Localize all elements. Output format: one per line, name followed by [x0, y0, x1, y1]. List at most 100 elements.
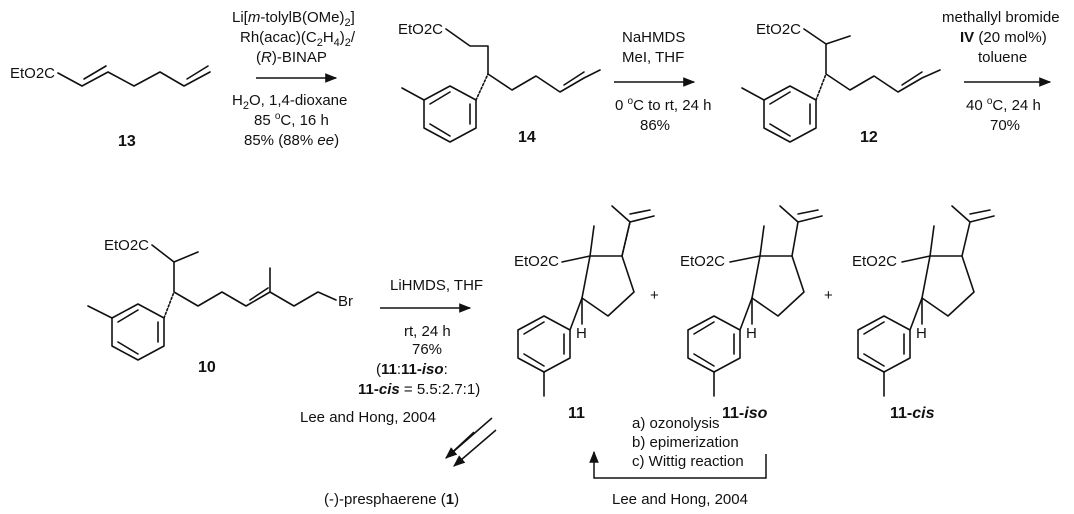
temperature-line: 40 oC, 24 h [966, 96, 1041, 114]
temperature-line: 85 oC, 16 h [254, 111, 329, 129]
yield-line: 76% [412, 341, 442, 358]
terminal-double-bond [901, 71, 923, 86]
ester-label: EtO2C [680, 253, 725, 270]
compound-label: 13 [118, 133, 136, 150]
ester-label: EtO2C [104, 237, 149, 254]
isopropenyl-double-bond [969, 209, 991, 215]
conversion-2: a) ozonolysis b) epimerization c) Wittig… [589, 415, 767, 508]
cyclopentane-ring [901, 225, 975, 317]
temperature-line: 0 oC to rt, 24 h [615, 96, 711, 114]
double-arrow-line-2 [445, 431, 475, 459]
isopropenyl-group [951, 205, 995, 257]
aryl-double-bonds [693, 321, 735, 367]
compound-label: 11-cis [890, 405, 935, 422]
compound-label: 14 [518, 129, 536, 146]
hashed-bond [815, 73, 827, 101]
compound-10: EtO2C Br 10 [87, 237, 353, 376]
compound-11-iso: EtO2C H 11-iso [680, 205, 823, 422]
ester-label: EtO2C [10, 65, 55, 82]
hashed-bond [163, 291, 175, 319]
solvent-line: toluene [978, 49, 1027, 66]
stereo-wedge [621, 221, 631, 257]
cyclopentane-ring [561, 225, 635, 317]
aryl-double-bonds [429, 91, 471, 137]
solvent-line: H2O, 1,4-dioxane [232, 92, 347, 112]
isopropenyl-double-bond [797, 209, 819, 215]
aryl-double-bonds [117, 309, 159, 355]
side-chain [151, 244, 337, 307]
reagent-line: LiHMDS, THF [390, 277, 483, 294]
ratio-line-2: 11-cis = 5.5:2.7:1) [358, 381, 480, 398]
aryl-double-bonds [523, 321, 565, 367]
aryl-double-bonds [863, 321, 905, 367]
yield-line: 86% [640, 117, 670, 134]
aryl-ring [517, 315, 571, 373]
terminal-double-bond [563, 71, 585, 86]
ester-label: EtO2C [398, 21, 443, 38]
aryl-ring [763, 85, 817, 143]
compound-13: EtO2C 13 [10, 65, 211, 150]
h-label: H [576, 325, 587, 342]
plus-sign: + [650, 287, 659, 304]
aryl-methyl [401, 87, 425, 101]
aryl-link [739, 297, 753, 331]
compound-label: 11 [568, 405, 585, 422]
return-arrow [589, 450, 767, 479]
reagent-line-2: MeI, THF [622, 49, 684, 66]
side-chain [445, 28, 601, 93]
citation: Lee and Hong, 2004 [612, 491, 748, 508]
compound-label: 10 [198, 359, 216, 376]
ester-label: EtO2C [852, 253, 897, 270]
aryl-ring [857, 315, 911, 373]
yield-line: 70% [990, 117, 1020, 134]
conversion-1: Lee and Hong, 2004 (-)-presphaerene (1) [300, 409, 497, 508]
product-name: (-)-presphaerene (1) [324, 491, 459, 508]
isopropenyl-group [779, 205, 823, 257]
h-label: H [916, 325, 927, 342]
reagent-line-3: (R)-BINAP [256, 49, 327, 66]
compound-14: EtO2C 14 [398, 21, 601, 146]
aryl-ring [111, 303, 165, 361]
double-bond-2 [186, 65, 209, 80]
step-b: b) epimerization [632, 434, 739, 451]
conditions-line: rt, 24 h [404, 323, 451, 340]
ratio-line-1: (11:11-iso: [376, 361, 448, 378]
aryl-ring [687, 315, 741, 373]
aryl-double-bonds [769, 91, 811, 137]
aryl-methyl [87, 305, 113, 319]
yield-line: 85% (88% ee) [244, 132, 339, 149]
side-chain [803, 28, 941, 93]
trisubstituted-alkene [249, 287, 269, 301]
ester-label: EtO2C [756, 21, 801, 38]
step-4: LiHMDS, THF rt, 24 h 76% (11:11-iso: 11-… [358, 277, 483, 398]
reagent-line-1: NaHMDS [622, 29, 685, 46]
step-a: a) ozonolysis [632, 415, 720, 432]
aryl-ring [423, 85, 477, 143]
compound-label: 11-iso [722, 405, 768, 422]
aryl-methyl [741, 87, 765, 101]
reagent-line-2: Rh(acac)(C2H4)2/ [240, 29, 356, 49]
aryl-link [569, 297, 583, 331]
ester-label: EtO2C [514, 253, 559, 270]
reagent-line-1: methallyl bromide [942, 9, 1060, 26]
dienoate-chain [57, 71, 211, 87]
isopropenyl-double-bond [629, 209, 651, 215]
h-label: H [746, 325, 757, 342]
compound-label: 12 [860, 129, 878, 146]
reagent-line-1: Li[m-tolylB(OMe)2] [232, 9, 355, 29]
double-bond-1 [83, 65, 107, 80]
step-2: NaHMDS MeI, THF 0 oC to rt, 24 h 86% [614, 29, 711, 134]
plus-sign: + [824, 287, 833, 304]
step-3: methallyl bromide IV (20 mol%) toluene 4… [942, 9, 1060, 134]
double-arrow-line-3 [453, 429, 497, 467]
compound-11: EtO2C H 11 [514, 205, 655, 422]
step-c: c) Wittig reaction [632, 453, 744, 470]
bromine-label: Br [338, 293, 353, 310]
aryl-link [909, 297, 923, 331]
cyclopentane-ring [729, 225, 805, 317]
step-1: Li[m-tolylB(OMe)2] Rh(acac)(C2H4)2/ (R)-… [232, 9, 356, 149]
hashed-bond [475, 73, 489, 101]
compound-11-cis: EtO2C H 11-cis [852, 205, 995, 422]
compound-12: EtO2C 12 [741, 21, 941, 146]
